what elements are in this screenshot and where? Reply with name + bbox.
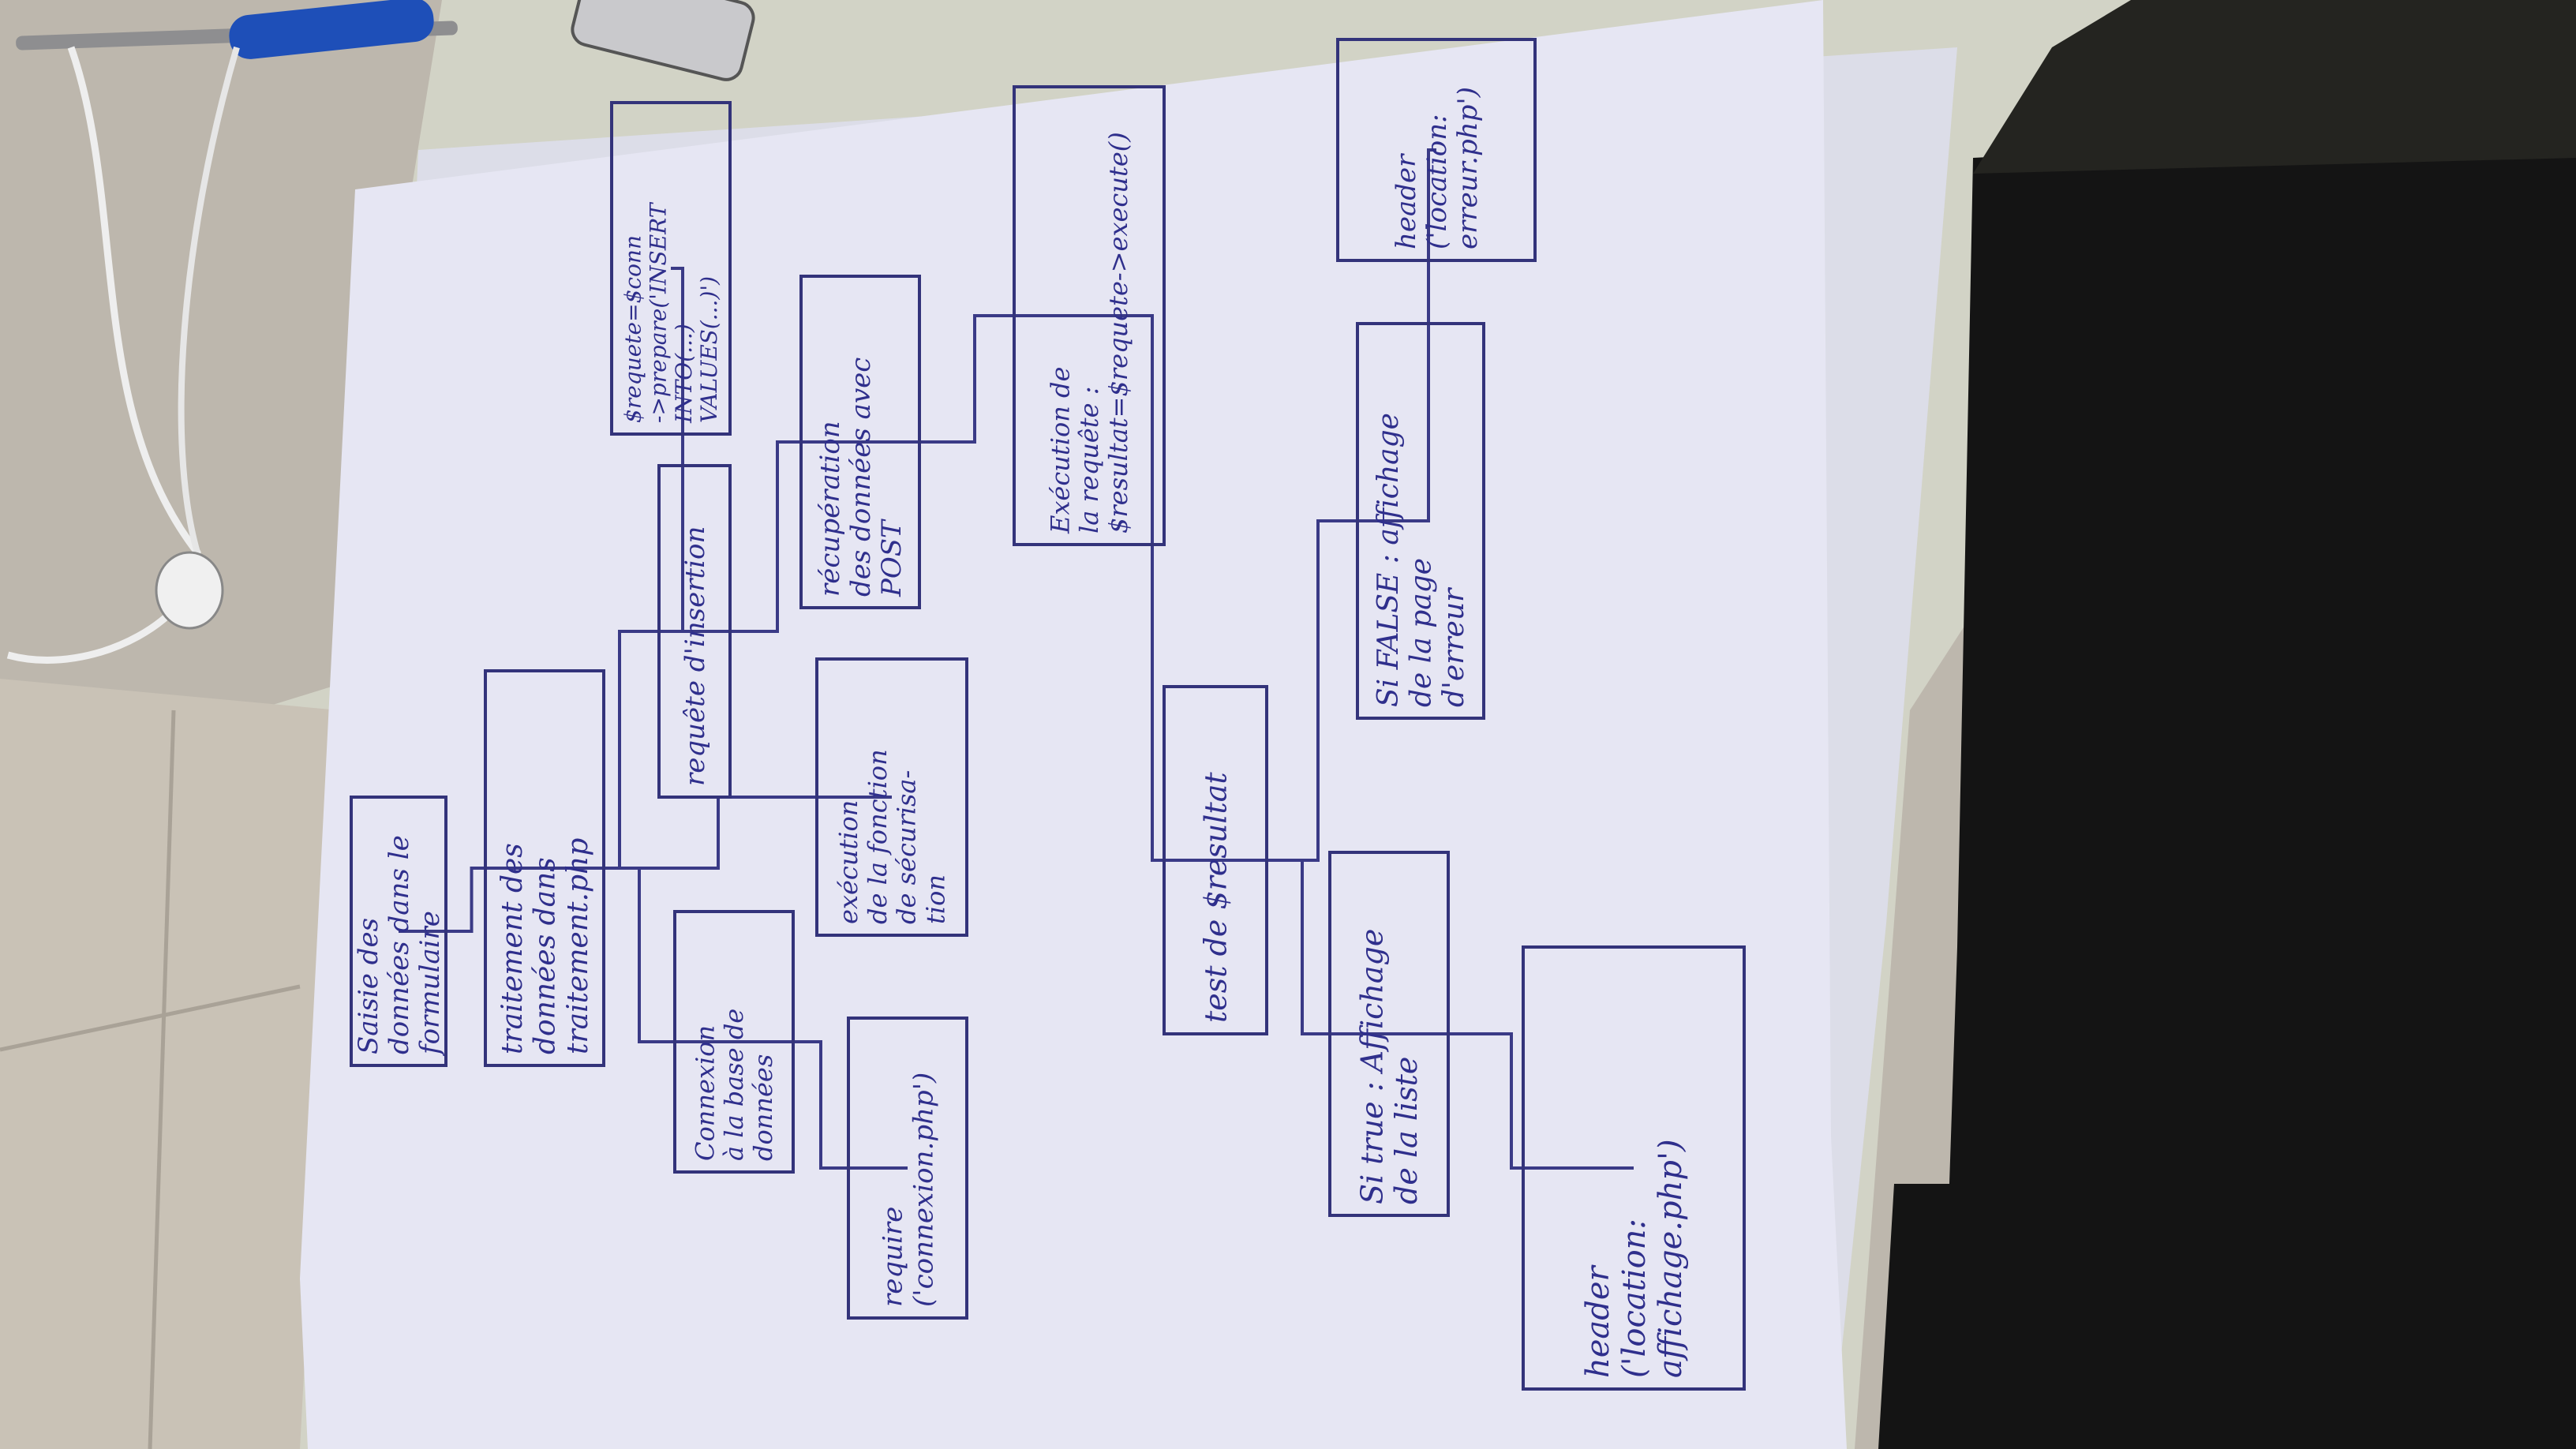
box-text-line: de sécurisa-	[892, 770, 922, 924]
device-corner	[571, 0, 755, 81]
box-text-line: de la page	[1406, 558, 1438, 707]
connector-si_true-to-header_affichage	[1389, 1032, 1634, 1170]
box-outline	[1163, 685, 1268, 1035]
box-text-line: require	[877, 1207, 908, 1307]
box-outline	[673, 910, 795, 1174]
connector-requete_insertion-to-recuperation	[695, 440, 860, 633]
box-outline	[484, 669, 605, 1067]
connector-connexion-to-require	[734, 1040, 908, 1170]
box-outline	[350, 796, 447, 1067]
box-text-line: affichage.php')	[1653, 1139, 1689, 1378]
flow-box-test: test de $resultat	[1163, 685, 1268, 1035]
box-outline	[847, 1017, 968, 1320]
box-text-line: INTO(...)	[671, 324, 697, 424]
box-text-line: traitement des	[496, 843, 529, 1054]
connector-recuperation-to-execution_requete	[860, 314, 1089, 444]
box-text-line: des données avec	[845, 358, 877, 597]
tile-seam-2	[148, 710, 176, 1449]
box-text-line: ->prepare('INSERT	[646, 201, 672, 423]
box-text-line: données dans	[530, 857, 562, 1054]
tile-edge-left	[0, 679, 339, 1449]
box-text-line: header	[1391, 153, 1422, 249]
box-text-line: formulaire	[414, 911, 446, 1057]
dark-bag-shadow	[1973, 0, 2576, 174]
box-text-line: Si FALSE : affichage	[1372, 413, 1405, 707]
dark-bag	[1878, 126, 2576, 1449]
box-text-line: de la fonction	[863, 749, 893, 924]
connector-execution_requete-to-test	[1089, 314, 1215, 862]
box-text-line: VALUES(...)')	[696, 276, 722, 423]
box-text-line: $resultat=$requete->execute()	[1103, 132, 1133, 534]
box-text-line: récupération	[814, 421, 846, 597]
box-text-line: Connexion	[690, 1025, 720, 1161]
box-text-line: la requête :	[1074, 387, 1104, 534]
box-text-line: header	[1580, 1264, 1616, 1378]
box-text-line: tion	[920, 874, 950, 924]
connector-requete_insertion-to-prepare	[671, 267, 695, 633]
box-text-line: requête d'insertion	[680, 526, 711, 786]
connector-traitement-to-execution_fonction	[545, 796, 892, 870]
box-outline	[1013, 85, 1166, 546]
earbud	[155, 551, 224, 630]
connector-saisie-to-traitement	[399, 867, 545, 933]
box-outline	[610, 101, 732, 436]
box-text-line: ('location:	[1616, 1219, 1653, 1378]
connector-traitement-to-requete_insertion	[545, 630, 695, 870]
box-text-line: de la liste	[1389, 1057, 1424, 1204]
box-outline	[1522, 945, 1746, 1391]
box-text-line: traitement.php	[562, 838, 594, 1054]
box-text-line: données	[748, 1054, 778, 1161]
box-text-line: Si true : Affichage	[1354, 929, 1389, 1204]
box-text-line: Saisie des	[353, 918, 384, 1054]
box-outline	[799, 275, 921, 609]
paper-sheet	[300, 0, 1847, 1449]
flow-box-requete-insertion: requête d'insertion	[657, 464, 732, 799]
box-text-line: $requete=$conn	[620, 235, 646, 423]
box-text-line: ('location:	[1421, 114, 1453, 249]
earphone-cable	[6, 46, 201, 664]
flow-box-header-erreur: header('location:erreur.php')	[1336, 38, 1537, 262]
box-text-line: test de $resultat	[1198, 772, 1233, 1023]
pen-cap	[229, 0, 434, 59]
flow-box-require: require('connexion.php')	[847, 1017, 968, 1320]
earphone-cable-2	[178, 46, 240, 554]
box-text-line: POST	[876, 519, 908, 597]
box-text-line: d'erreur	[1438, 587, 1470, 707]
box-outline	[657, 464, 732, 799]
connector-si_false-to-header_erreur	[1421, 148, 1436, 522]
tile-seam-1	[0, 984, 301, 1052]
box-outline	[1328, 851, 1450, 1217]
box-text-line: ('connexion.php')	[908, 1073, 939, 1307]
box-outline	[1356, 322, 1485, 720]
box-text-line: Exécution de	[1045, 367, 1075, 534]
box-text-line: données dans le	[384, 835, 415, 1054]
box-outline	[815, 657, 968, 937]
box-outline	[1336, 38, 1537, 262]
box-text-line: erreur.php')	[1452, 87, 1484, 249]
flow-box-header-affichage: header('location:affichage.php')	[1522, 945, 1746, 1391]
box-text-line: à la base de	[719, 1009, 749, 1161]
box-text-line: exécution	[833, 800, 863, 924]
